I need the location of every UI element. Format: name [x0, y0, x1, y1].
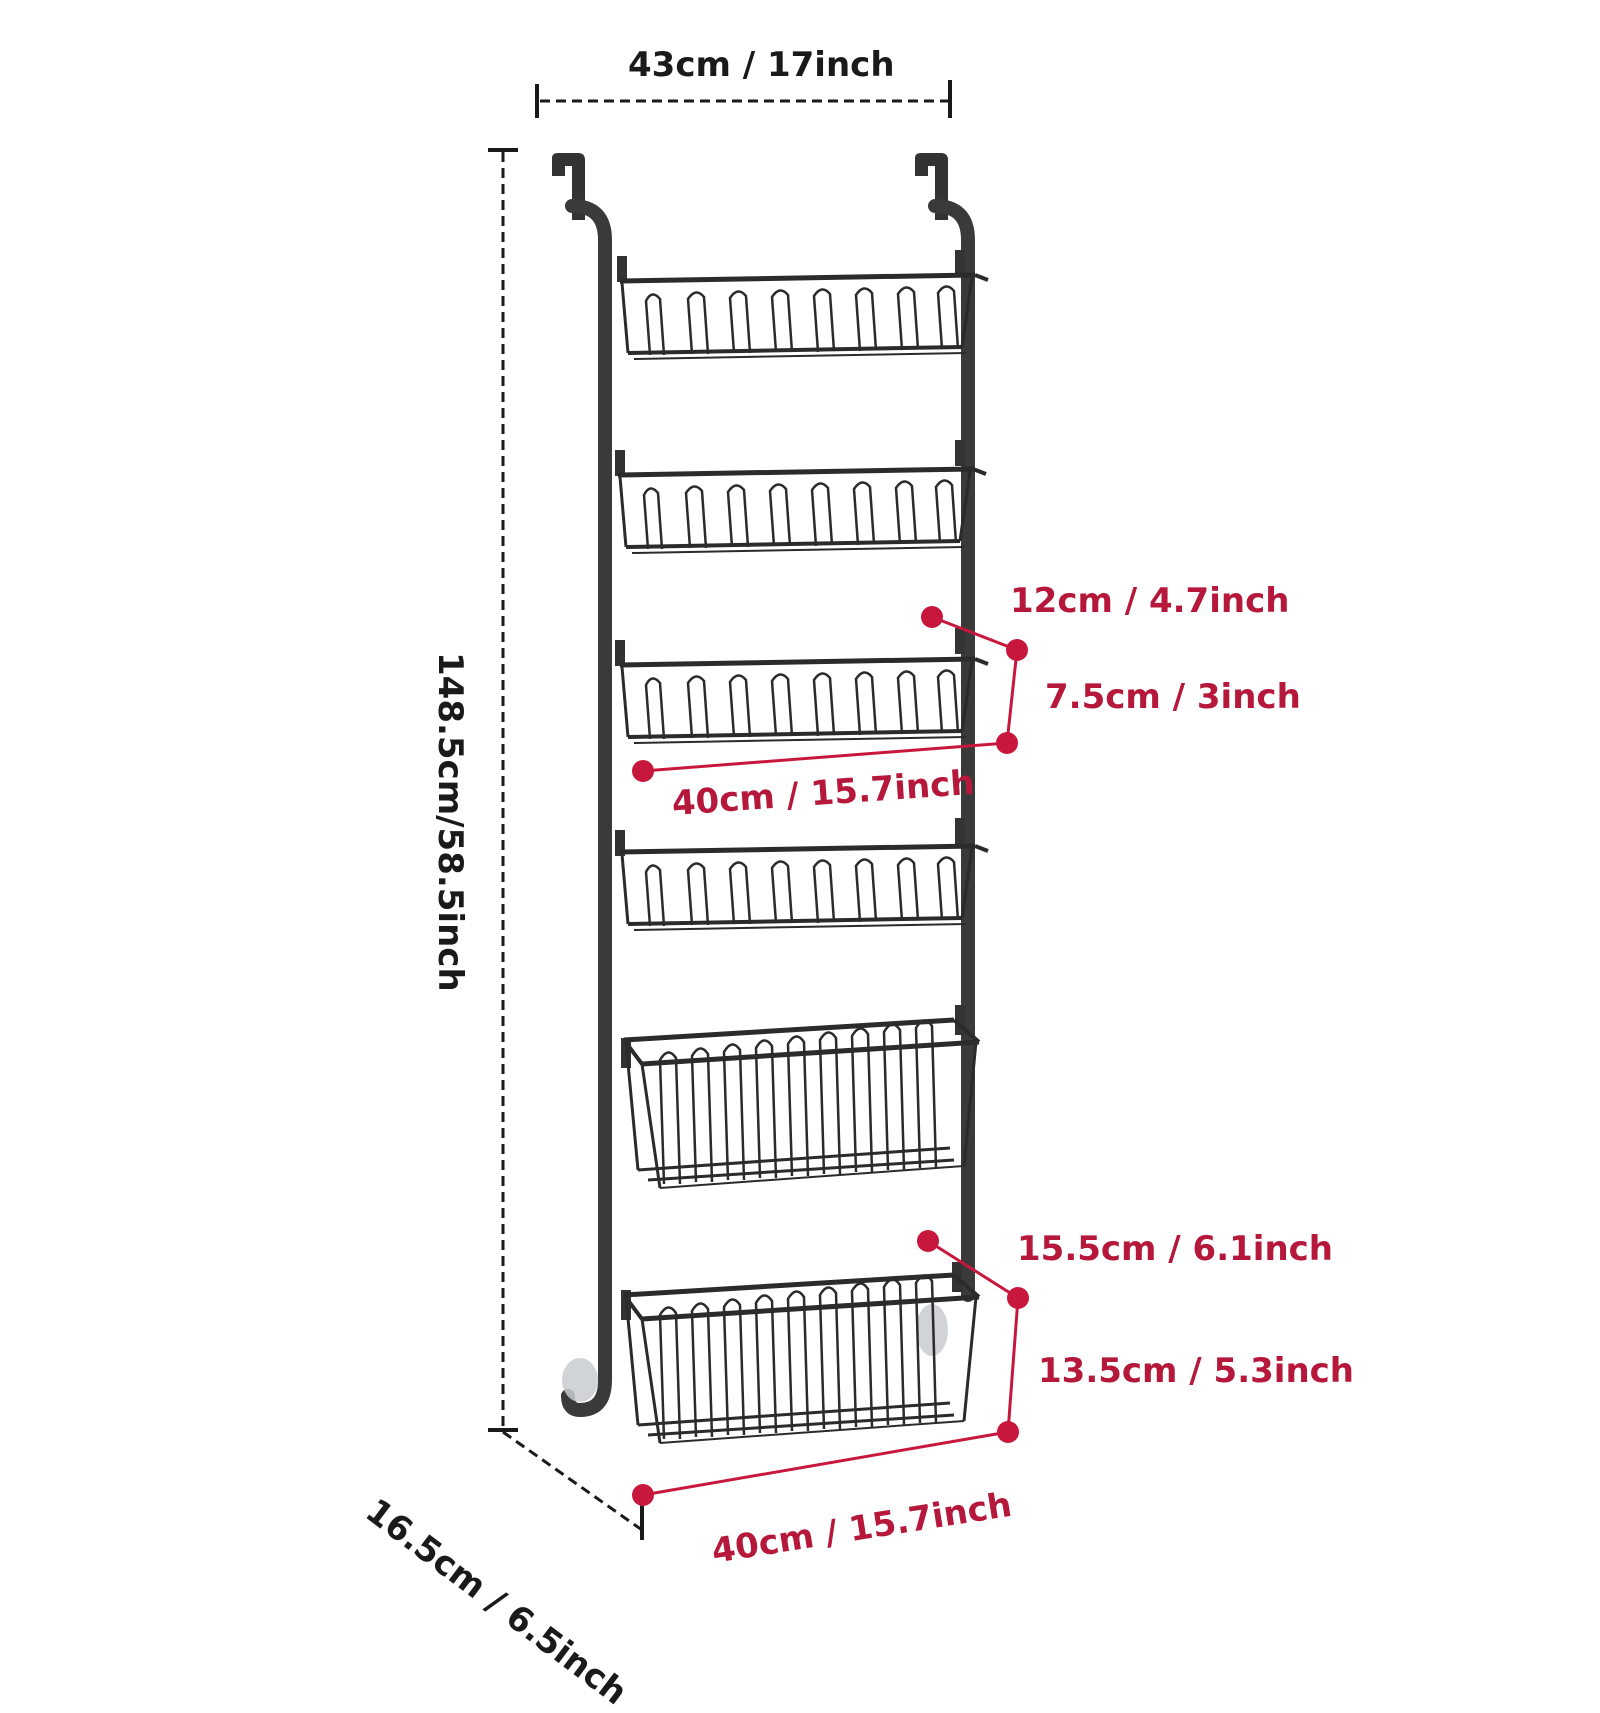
- small-basket-height-label: 7.5cm / 3inch: [1045, 677, 1301, 717]
- large-basket-dimension-lines: [632, 1230, 1029, 1506]
- product-dimension-diagram: 43cm / 17inch 148.5cm/58.5inch 16.5cm / …: [358, 45, 1355, 1713]
- overall-height-dimension-line: [488, 148, 518, 1432]
- overall-height-label: 148.5cm/58.5inch: [430, 652, 470, 992]
- overall-width-dimension-line: [535, 80, 952, 118]
- rack-illustration: [488, 80, 1029, 1540]
- small-basket-dimension-lines: [632, 606, 1028, 782]
- basket-tier-1: [620, 275, 988, 359]
- overall-width-label: 43cm / 17inch: [628, 45, 895, 85]
- overall-depth-dimension-line: [502, 1430, 644, 1540]
- basket-tier-4: [620, 846, 988, 930]
- basket-tier-5-deep: [624, 1020, 979, 1188]
- basket-tier-2: [618, 469, 986, 553]
- large-basket-depth-label: 15.5cm / 6.1inch: [1017, 1229, 1334, 1269]
- large-basket-height-label: 13.5cm / 5.3inch: [1038, 1351, 1355, 1391]
- basket-tier-6-deep: [624, 1275, 979, 1443]
- small-basket-depth-label: 12cm / 4.7inch: [1010, 581, 1290, 621]
- basket-tier-3: [620, 659, 988, 743]
